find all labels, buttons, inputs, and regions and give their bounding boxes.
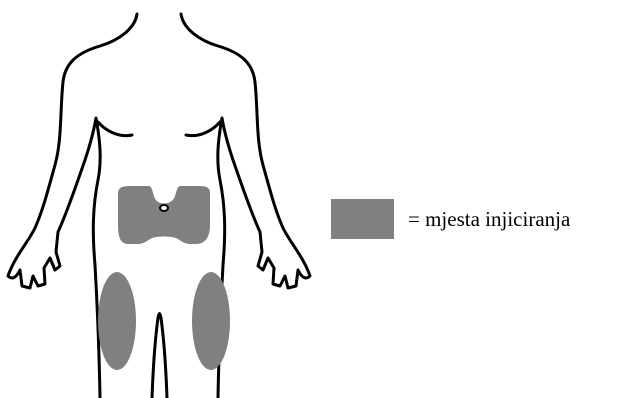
abdomen-injection-area <box>118 186 210 244</box>
left-thigh-injection-area <box>98 272 136 370</box>
right-thigh-injection-area <box>192 272 230 370</box>
navel <box>160 205 168 211</box>
legend: = mjesta injiciranja <box>331 199 570 239</box>
legend-swatch <box>331 199 394 239</box>
legend-label: = mjesta injiciranja <box>408 207 570 232</box>
left-chest-line <box>98 122 132 136</box>
inner-leg-line <box>152 314 167 398</box>
right-chest-line <box>186 122 220 136</box>
